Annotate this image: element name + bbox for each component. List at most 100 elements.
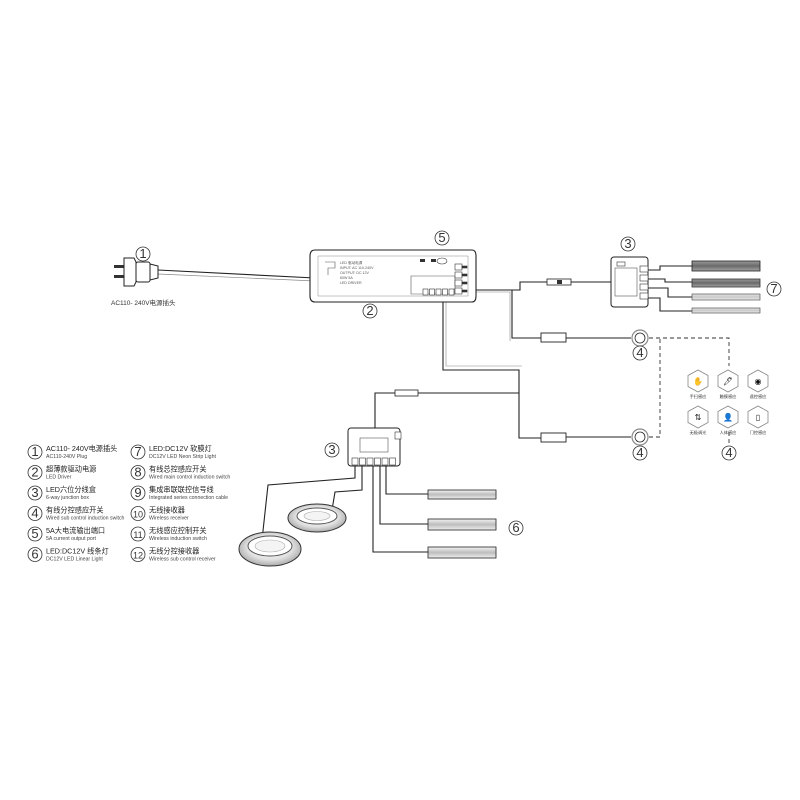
legend-en-text: 6-way junction box [46, 495, 89, 501]
driver-output-cable-1 [473, 289, 541, 339]
driver-label-line: LED 驱动电源 [340, 260, 363, 265]
tr-out-4 [648, 297, 692, 312]
legend-number: 5 [31, 526, 38, 541]
legend-number-circle [130, 444, 146, 460]
wired-switch-lower [540, 428, 649, 446]
junction-feed-cable [512, 281, 547, 291]
svg-text:7: 7 [770, 281, 777, 296]
port-pin [461, 273, 468, 277]
strip-bar-2 [691, 278, 761, 288]
callout-5: 5 [434, 230, 450, 246]
svg-text:3: 3 [624, 236, 631, 251]
legend-number-circle [130, 465, 146, 480]
legend-number: 2 [31, 465, 38, 480]
svg-text:3: 3 [328, 442, 335, 457]
driver-side-port [454, 263, 463, 271]
legend-number-circle [27, 444, 43, 460]
legend-number-circle [27, 465, 43, 480]
svg-text:6: 6 [512, 520, 519, 535]
legend-number: 10 [133, 510, 143, 520]
sensor-icon-label: 门控感应 [750, 429, 767, 436]
callout-4: 4 [721, 445, 737, 461]
legend-number-circle [130, 526, 146, 542]
driver-output-port [448, 288, 455, 296]
junction-box-lower [347, 389, 419, 467]
callout-4: 4 [632, 445, 648, 461]
strip-bar-4 [691, 307, 761, 314]
sensor-icon-label: 触摸感应 [720, 393, 737, 400]
sensor-icons: ✋手扫感应🖊触摸感应◉遥控感应⇅无极调光👤人体感应▯门控感应 [687, 369, 769, 436]
junction-box-top [546, 256, 649, 308]
junction-port [351, 457, 359, 466]
legend-en-text: DC12V LED Neon Strip Light [149, 454, 216, 460]
driver-output-port [435, 288, 442, 296]
callout-2: 2 [362, 303, 378, 319]
svg-text:4: 4 [636, 345, 643, 360]
sensor-icon-label: 无极调光 [690, 429, 707, 436]
sensor-icon-4: ⇅无极调光 [687, 405, 709, 436]
legend-cn-text: AC110- 240V电源插头 [46, 444, 117, 453]
sensor-glyph-icon: ▯ [756, 413, 760, 422]
legend-number-circle [130, 485, 146, 501]
legend-en-text: LED Driver [46, 475, 72, 481]
tr-out-3 [648, 287, 692, 298]
legend-cn-text: LED:DC12V 线条灯 [46, 547, 109, 556]
legend-cn-text: LED:DC12V 软膜灯 [149, 444, 212, 453]
junction-port [374, 457, 381, 466]
legend-en-text: Wireless sub control receiver [149, 557, 216, 563]
legend-cn-text: 无线感应控制开关 [149, 526, 207, 535]
legend-number-circle [130, 506, 146, 521]
driver-label-line: INPUT: AC 110-240V [340, 266, 374, 270]
callout-4: 4 [632, 345, 648, 361]
out-to-disc-1 [261, 466, 356, 541]
wires [157, 265, 692, 553]
junction-port [381, 457, 389, 466]
junction-port [639, 292, 649, 300]
driver-output-cable-1b [473, 291, 511, 341]
sensor-icon-6: ▯ 门控感应 [747, 405, 769, 436]
legend-en-text: Wired main control induction switch [149, 475, 230, 481]
sensor-glyph-icon: 👤 [723, 412, 733, 422]
inline-connector-lower [394, 389, 419, 397]
driver-side-port [454, 271, 463, 279]
legend-number: 8 [134, 465, 141, 480]
legend-en-text: AC110-240V Plug [46, 454, 87, 460]
lower-junction-feed-2 [374, 392, 395, 428]
driver-output-port [429, 288, 435, 296]
junction-port [366, 457, 374, 466]
legend-cn-text: 无线接收器 [149, 506, 185, 515]
legend-cn-text: 集成串联联控信号线 [149, 485, 214, 494]
driver-output-cable-2 [442, 300, 541, 439]
power-cable [157, 269, 316, 279]
svg-text:4: 4 [636, 445, 643, 460]
legend-en-text: Integrated series connection cable [149, 495, 228, 501]
puck-light-small [287, 503, 347, 533]
sensor-glyph-icon: 🖊 [723, 377, 733, 386]
driver-output-cable-2b [445, 300, 522, 367]
tr-out-2 [648, 278, 692, 283]
junction-port [394, 431, 402, 440]
plug-label: AC110- 240V电源插头 [111, 298, 176, 307]
legend-cn-text: LED六位分线盒 [46, 485, 96, 494]
legend-number: 6 [31, 547, 38, 562]
neon-strip-lights [691, 260, 761, 314]
sensor-icon-label: 人体感应 [720, 429, 737, 436]
linear-bar-1 [427, 489, 497, 500]
out-to-disc-2 [331, 466, 363, 511]
legend-number: 12 [133, 551, 143, 561]
callout-1: 1 [135, 246, 151, 262]
linear-lights [427, 489, 497, 559]
sensor-icon-2: 🖊 触摸感应 [717, 369, 739, 400]
out-to-bar-3 [372, 466, 428, 553]
driver-label-line: LED DRIVER [340, 281, 362, 285]
junction-port [359, 457, 366, 466]
